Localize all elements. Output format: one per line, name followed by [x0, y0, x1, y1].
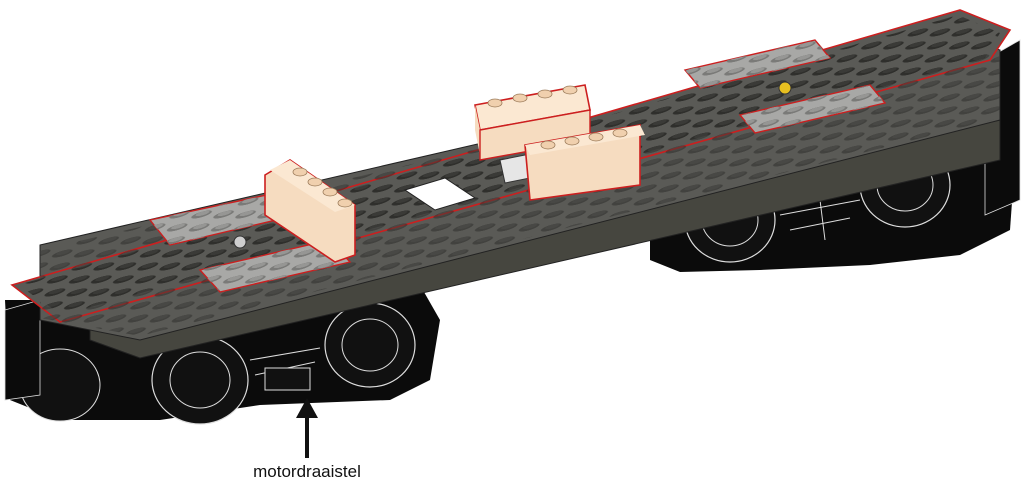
- tan-brick-left: [264, 159, 356, 263]
- motor-bogie-label: motordraaistel: [253, 462, 361, 481]
- plate-opening: [403, 177, 477, 211]
- tan-brick-center: [474, 84, 645, 201]
- arrow-up-icon: [296, 398, 318, 458]
- right-light-gray-bricks: [683, 39, 887, 134]
